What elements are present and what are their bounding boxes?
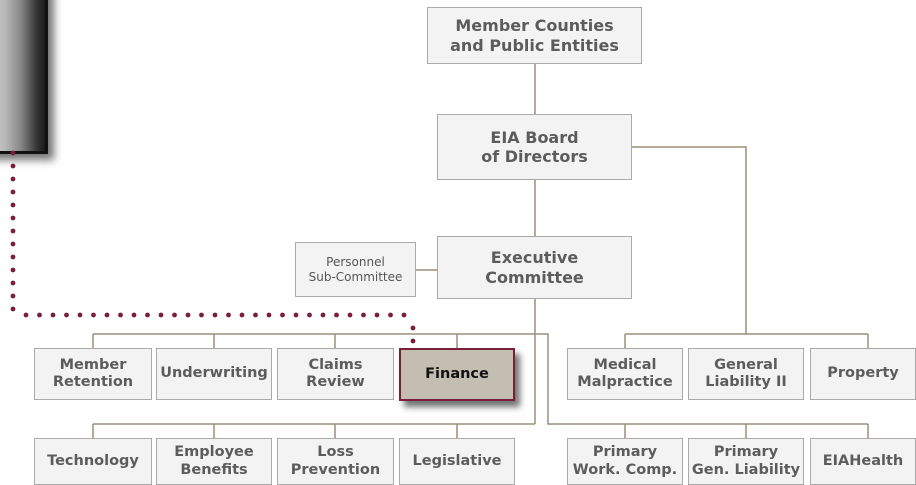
- general-liability-box: General Liability II: [688, 348, 804, 400]
- technology-box: Technology: [34, 438, 152, 485]
- eiahealth-box: EIAHealth: [810, 438, 916, 485]
- connector-row2-right-bar: [535, 333, 868, 425]
- personnel-subcommittee-box: Personnel Sub-Committee: [295, 242, 416, 297]
- primary-gen-liability-box: Primary Gen. Liability: [688, 438, 804, 485]
- connector-board-committees: [632, 146, 747, 334]
- legislative-box: Legislative: [399, 438, 515, 485]
- primary-work-comp-box: Primary Work. Comp.: [567, 438, 683, 485]
- claims-review-box: Claims Review: [277, 348, 394, 400]
- dotted-reporting-line: [10, 150, 416, 344]
- property-box: Property: [810, 348, 916, 400]
- underwriting-box: Underwriting: [156, 348, 272, 400]
- member-retention-box: Member Retention: [34, 348, 152, 400]
- employee-benefits-box: Employee Benefits: [156, 438, 272, 485]
- member-counties-box: Member Counties and Public Entities: [427, 7, 642, 64]
- portrait-photo: [0, 0, 48, 154]
- loss-prevention-box: Loss Prevention: [277, 438, 394, 485]
- medical-malpractice-box: Medical Malpractice: [567, 348, 683, 400]
- executive-committee-box: Executive Committee: [437, 236, 632, 299]
- finance-box: Finance: [399, 348, 515, 401]
- eia-board-box: EIA Board of Directors: [437, 114, 632, 180]
